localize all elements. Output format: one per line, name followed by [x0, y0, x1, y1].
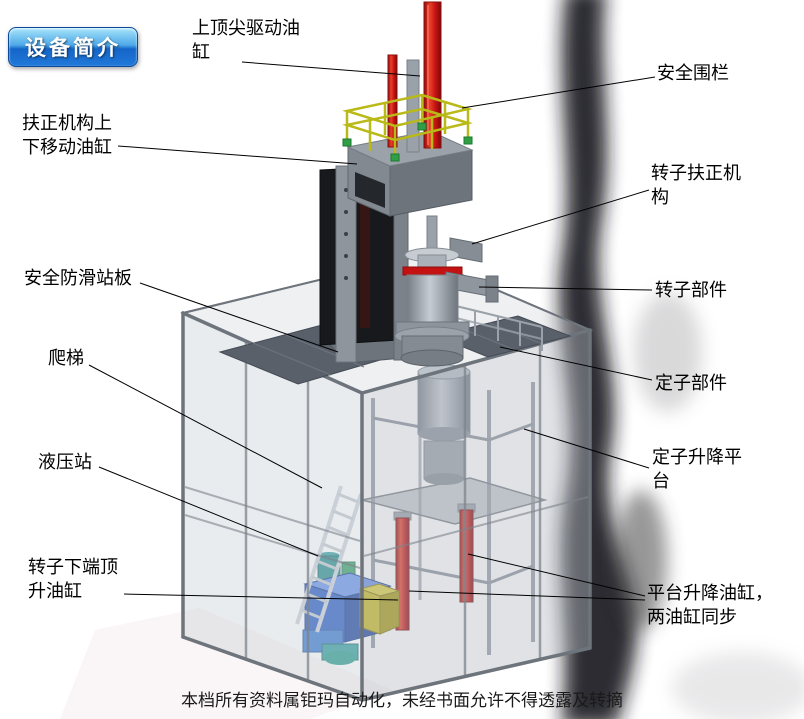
page-title-badge: 设备简介 [8, 27, 138, 67]
leader-lines [88, 61, 656, 601]
label-rotor-centering-mech: 转子扶正机构 [651, 163, 741, 207]
rotor-assembly [394, 215, 499, 367]
stator-lift-platform-slab [361, 477, 548, 525]
label-safety-fence: 安全围栏 [657, 63, 729, 83]
label-stator-lift-platform: 定子升降平台 [652, 447, 742, 491]
label-rotor-bottom-jack: 转子下端顶升油缸 [28, 557, 118, 601]
label-ladder: 爬梯 [48, 348, 84, 368]
watermark-text: 本档所有资料属钜玛自动化，未经书面允许不得透露及转摘 [181, 691, 623, 710]
label-stator-part: 定子部件 [655, 373, 727, 393]
label-rotor-part: 转子部件 [655, 280, 727, 300]
press-column [319, 130, 474, 364]
floor [60, 608, 392, 719]
label-top-drive-cylinder: 上顶尖驱动油缸 [192, 18, 300, 62]
label-centering-lift-cylinder: 扶正机构上下移动油缸 [22, 113, 112, 157]
label-antislip-plate: 安全防滑站板 [24, 268, 132, 288]
label-platform-lift-cylinders: 平台升降油缸，两油缸同步 [647, 583, 773, 627]
shadow-smudge [559, 0, 804, 719]
label-hydraulic-station: 液压站 [38, 452, 92, 472]
safety-fence [342, 93, 473, 162]
